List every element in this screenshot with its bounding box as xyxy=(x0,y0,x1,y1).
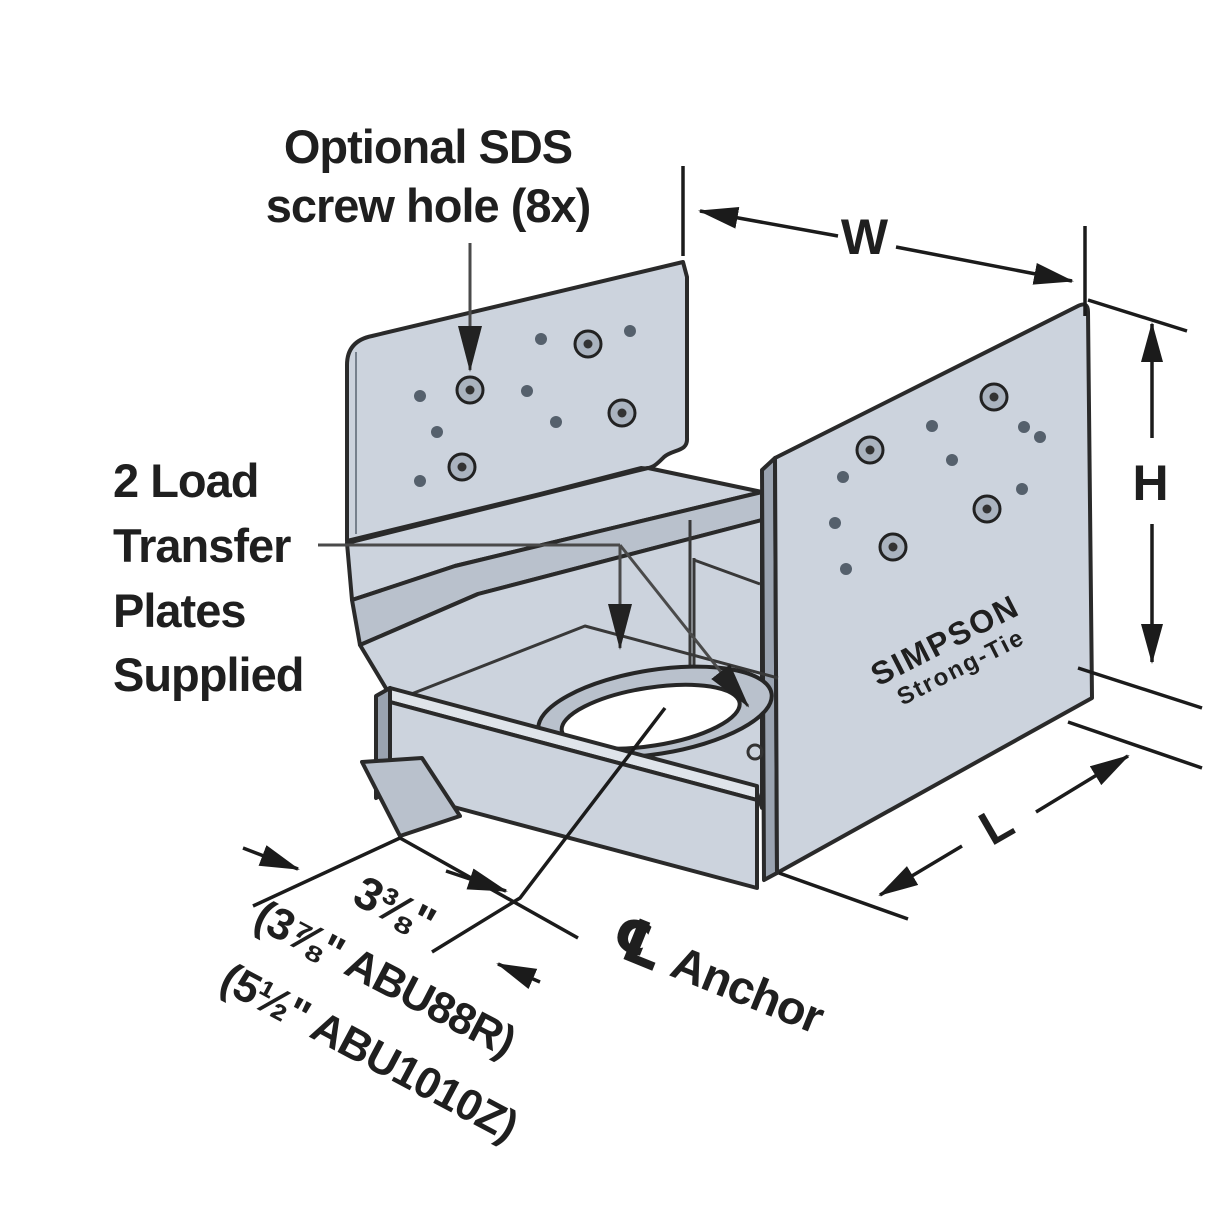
dimension-offset: 3⅜" (3⅞" ABU88R) (5½" ABU1010Z) xyxy=(213,836,579,1151)
transfer-plate2-top-edge xyxy=(693,558,761,586)
h-label: H xyxy=(1132,455,1167,511)
dimension-w: W xyxy=(681,166,1087,316)
base-plate-corner xyxy=(360,756,462,838)
offset-label: 3⅜" xyxy=(346,865,443,949)
l-label: L xyxy=(971,796,1022,856)
sds-label-line1: Optional SDS xyxy=(284,120,572,173)
left-plate xyxy=(345,260,689,543)
right-plate-nail-holes xyxy=(829,420,1046,575)
h-extension-top xyxy=(1087,298,1188,333)
l-extension-upper xyxy=(1067,720,1203,770)
load-label-line3: Plates xyxy=(113,584,245,637)
load-label-line2: Transfer xyxy=(113,519,291,572)
anchor-label-group: ℄ Anchor xyxy=(601,902,832,1044)
offset-arrow-left xyxy=(242,845,300,871)
h-extension-bottom xyxy=(1077,666,1203,710)
w-arrow-left xyxy=(698,206,839,238)
left-plate-nail-holes xyxy=(414,325,636,487)
w-label: W xyxy=(841,209,889,265)
load-leader-arrow-2 xyxy=(618,544,750,708)
callout-sds: Optional SDS screw hole (8x) xyxy=(266,120,591,372)
left-plate-sds-holes xyxy=(447,329,637,482)
l-extension-lower xyxy=(778,871,909,921)
dimension-h: H xyxy=(1077,298,1203,710)
right-plate-sds-holes xyxy=(855,382,1009,562)
anchor-centerline-leader xyxy=(431,706,667,954)
right-plate: SIMPSON Strong-Tie xyxy=(760,302,1094,882)
centerline-symbol: ℄ xyxy=(601,902,675,984)
l-arrow-lower xyxy=(878,844,963,897)
anchor-label: Anchor xyxy=(664,935,831,1044)
callout-load-plates: 2 Load Transfer Plates Supplied xyxy=(113,454,750,708)
offset-arrow-return xyxy=(496,962,541,990)
w-arrow-right xyxy=(895,245,1074,285)
base-details xyxy=(360,520,779,890)
offset-arrow-right xyxy=(445,868,508,893)
sds-label-line2: screw hole (8x) xyxy=(266,179,591,232)
l-arrow-upper xyxy=(1035,754,1130,814)
load-label-line1: 2 Load xyxy=(113,454,258,507)
offset-extension-left xyxy=(252,836,401,908)
right-plate-face xyxy=(773,302,1094,875)
base-screw-hole xyxy=(746,743,764,761)
load-label-line4: Supplied xyxy=(113,648,303,701)
